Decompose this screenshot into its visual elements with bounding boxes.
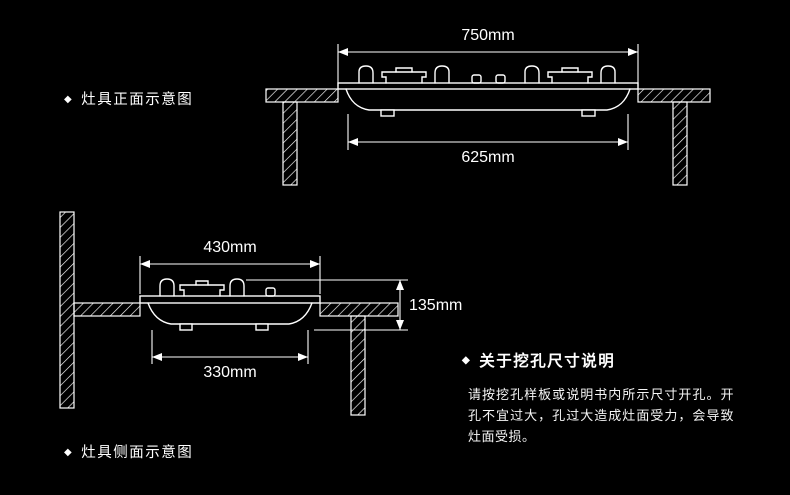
side-view-label: ◆ 灶具侧面示意图	[64, 441, 193, 462]
arrow-left-icon	[338, 48, 348, 56]
stove-foot-right	[581, 109, 596, 117]
cutout-note: ◆ 关于挖孔尺寸说明 请按挖孔样板或说明书内所示尺寸开孔。开孔不宜过大，孔过大造…	[462, 349, 752, 447]
dimension-135: 135mm	[246, 279, 462, 331]
cutout-note-title: 关于挖孔尺寸说明	[479, 353, 616, 370]
stove-top-panel-side	[139, 295, 321, 304]
dimension-430-label: 430mm	[203, 239, 256, 256]
front-view-label-text: 灶具正面示意图	[81, 92, 194, 108]
cabinet-leg-left	[282, 101, 298, 186]
dimension-135-label: 135mm	[409, 297, 462, 314]
cabinet-leg-side	[350, 315, 366, 416]
arrow-down-icon	[396, 320, 404, 330]
front-view-label: ◆ 灶具正面示意图	[64, 88, 193, 109]
dimension-750: 750mm	[337, 27, 639, 86]
cabinet-leg-right	[672, 101, 688, 186]
cutout-note-body: 请按挖孔样板或说明书内所示尺寸开孔。开孔不宜过大，孔过大造成灶面受力，会导致灶面…	[468, 387, 734, 444]
dimension-330: 330mm	[151, 330, 309, 381]
countertop-left-section	[265, 88, 339, 103]
wall-section	[59, 211, 75, 409]
arrow-left-icon	[140, 260, 150, 268]
stove-top-panel	[337, 82, 639, 90]
dimension-625: 625mm	[347, 114, 629, 166]
burner-side	[159, 278, 245, 297]
stove-basin-side	[147, 302, 313, 325]
dimension-625-label: 625mm	[461, 149, 514, 166]
arrow-right-icon	[310, 260, 320, 268]
dimension-750-label: 750mm	[461, 27, 514, 44]
dimension-330-label: 330mm	[203, 364, 256, 381]
stove-foot-left-side	[179, 323, 193, 331]
stove-side-profile	[139, 278, 321, 331]
arrow-right-icon	[298, 353, 308, 361]
stove-front-profile	[337, 65, 639, 117]
countertop-left-section-side	[73, 302, 141, 317]
burner-right	[524, 65, 616, 84]
diamond-bullet-icon: ◆	[462, 355, 472, 366]
control-knob-side	[265, 287, 276, 297]
side-view-label-text: 灶具侧面示意图	[81, 445, 194, 461]
arrow-right-icon	[628, 48, 638, 56]
control-knob-right	[495, 74, 506, 84]
diamond-bullet-icon: ◆	[64, 446, 74, 458]
dimension-430: 430mm	[139, 239, 321, 294]
arrow-up-icon	[396, 280, 404, 290]
burner-left	[358, 65, 450, 84]
cutout-note-header: ◆ 关于挖孔尺寸说明	[462, 349, 752, 371]
side-view-diagram: 430mm 135mm 330mm	[59, 211, 462, 416]
control-knob-left	[471, 74, 482, 84]
stove-basin	[345, 88, 631, 111]
front-view-diagram: 750mm 625mm	[265, 27, 711, 186]
arrow-left-icon	[348, 138, 358, 146]
diamond-bullet-icon: ◆	[64, 93, 74, 105]
arrow-left-icon	[152, 353, 162, 361]
arrow-right-icon	[618, 138, 628, 146]
countertop-right-section	[637, 88, 711, 103]
countertop-right-section-side	[319, 302, 399, 317]
stove-foot-right-side	[255, 323, 269, 331]
stove-foot-left	[380, 109, 395, 117]
